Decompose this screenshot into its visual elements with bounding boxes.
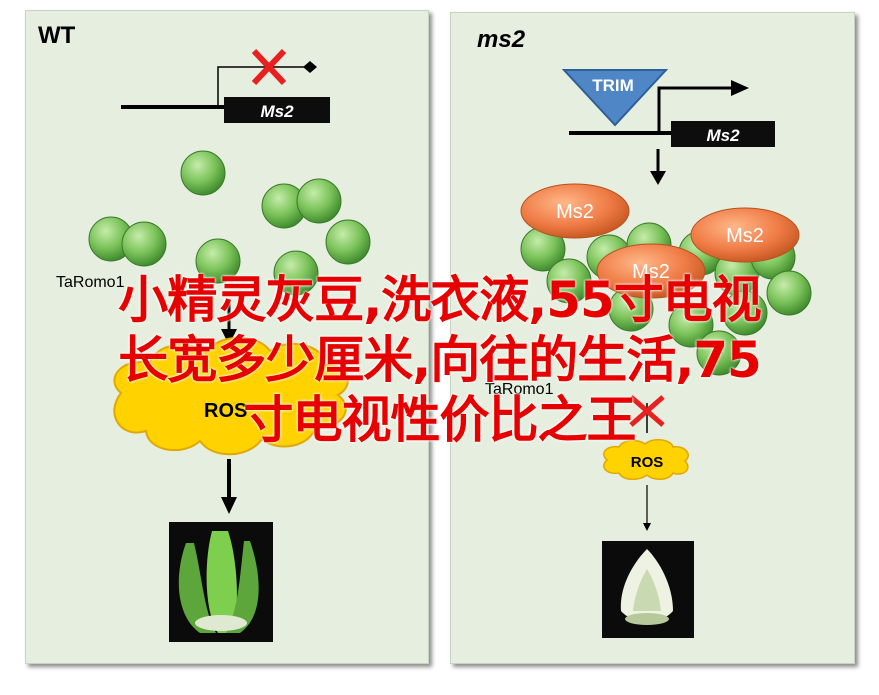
ms2-panel: ms2 TRIM Ms2 Ms2 Ms2 Ms2 TaRomo1 ROS (450, 12, 855, 664)
wt-promoter-arrow-head (303, 61, 317, 73)
ms2-protein-label-2: Ms2 (726, 225, 764, 247)
ms2-title: ms2 (477, 26, 526, 53)
wt-protein-cluster (88, 150, 371, 296)
ms2-trim-insertion-icon (561, 69, 669, 127)
wt-inhibit-x-icon (251, 48, 287, 86)
ms2-taromo1-label: TaRomo1 (485, 381, 554, 398)
ms2-inhibit-x-icon (629, 395, 665, 427)
wt-promoter-arrow (217, 66, 306, 107)
wt-panel: WT Ms2 TaRomo1 ROS (25, 10, 429, 664)
ms2-diagram: ms2 TRIM Ms2 Ms2 Ms2 Ms2 TaRomo1 ROS (477, 26, 812, 638)
ms2-ms2-gene-box (671, 121, 775, 147)
ms2-ros-cloud (603, 439, 689, 480)
ms2-promoter-arrow (657, 86, 736, 133)
ms2-protein-blob-3 (596, 243, 706, 299)
wt-ms2-gene-label: Ms2 (260, 102, 294, 121)
ms2-trim-label: TRIM (592, 76, 634, 95)
wt-taromo1-label: TaRomo1 (56, 274, 125, 291)
ms2-anther-image (602, 541, 694, 638)
wt-anther-image (169, 522, 273, 642)
wt-title: WT (38, 22, 76, 49)
ms2-ros-label: ROS (631, 454, 664, 471)
ms2-protein-blob-2 (690, 207, 800, 263)
wt-ros-label: ROS (204, 400, 247, 422)
wt-ms2-gene-box (224, 97, 330, 123)
ms2-protein-blob-1 (520, 183, 630, 239)
ms2-protein-label-1: Ms2 (556, 201, 594, 223)
ms2-protein-label-3: Ms2 (632, 261, 670, 283)
wt-diagram: WT Ms2 TaRomo1 ROS (38, 22, 371, 642)
ms2-ms2-gene-label: Ms2 (706, 126, 740, 145)
wt-ros-cloud (113, 336, 349, 456)
